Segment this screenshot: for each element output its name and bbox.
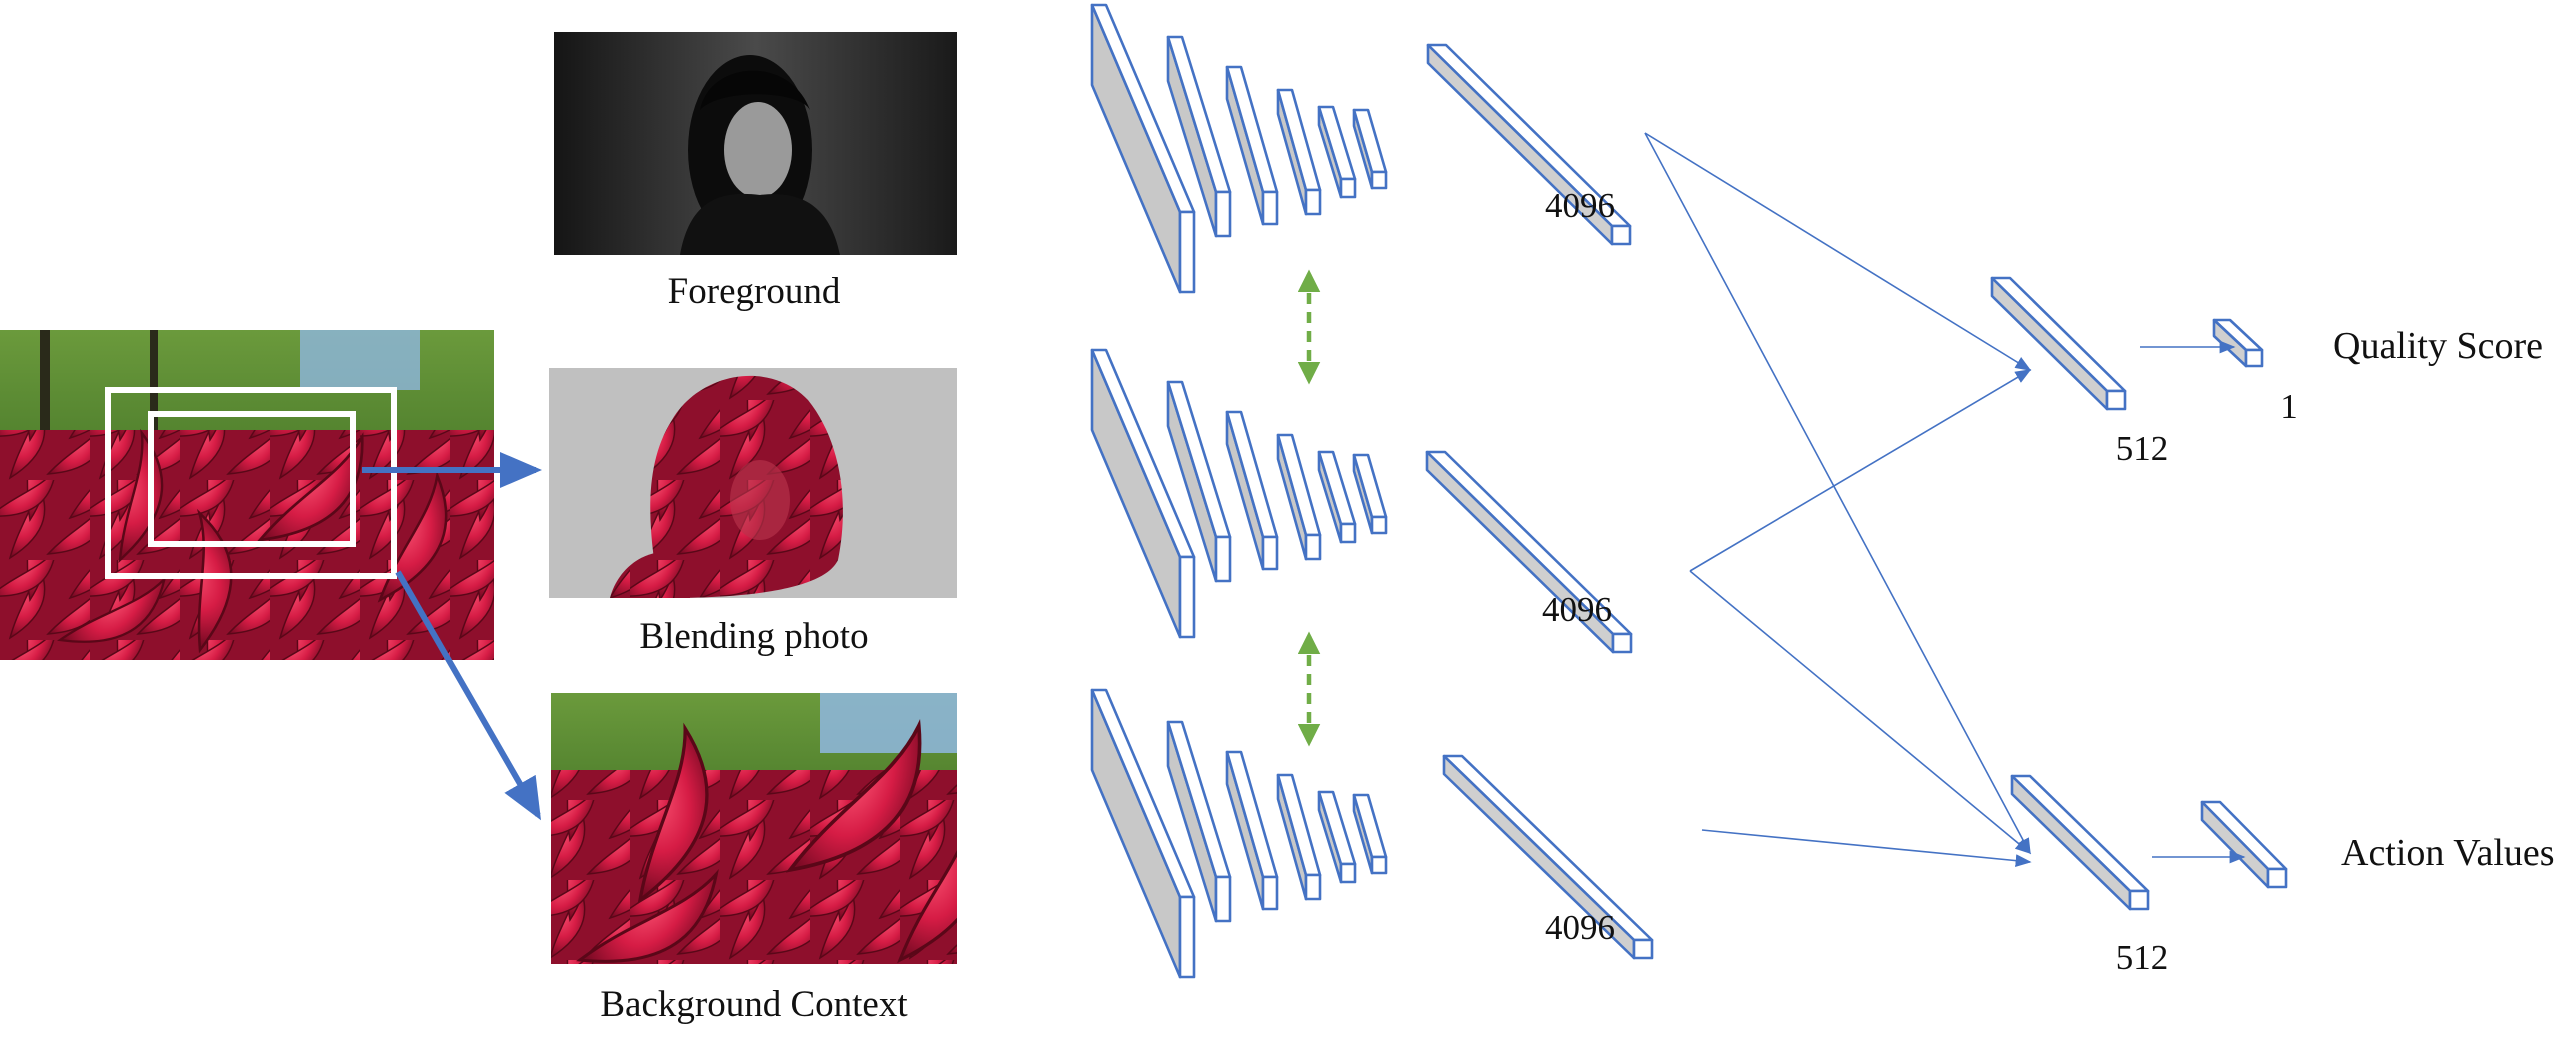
foreground-caption: Foreground	[668, 271, 841, 312]
conv-layer-3-front	[1261, 535, 1279, 571]
link-top-to-quality	[1644, 132, 2032, 371]
fc-label-action: 512	[2116, 938, 2169, 977]
source-photo	[0, 330, 494, 660]
background-caption: Background Context	[600, 984, 908, 1025]
conv-layer-1-front	[1178, 555, 1196, 639]
fc-512-quality-top	[1990, 276, 2127, 393]
outer-crop-box	[105, 387, 397, 579]
fc-label-quality: 512	[2116, 429, 2169, 468]
fc-512-quality-side	[1990, 276, 2109, 411]
conv-layer-6-front	[1370, 170, 1388, 190]
conv-stack-bottom	[1090, 688, 1388, 979]
fc-4096-top-end	[1610, 224, 1632, 246]
fc-512-quality	[1990, 276, 2127, 411]
conv-layer-4-front	[1304, 873, 1322, 901]
conv-layer-3-front	[1261, 875, 1279, 911]
conv-layer-5-front	[1339, 862, 1357, 884]
fc-4096-top	[1426, 43, 1632, 246]
conv-stacks	[1090, 3, 1388, 979]
quality-output-size: 1	[2280, 387, 2298, 426]
fc-512-action-top	[2010, 774, 2150, 893]
background-photo	[551, 693, 957, 964]
link-mid-to-action	[1689, 570, 2032, 855]
fc-4096-bottom	[1442, 754, 1654, 960]
fc-512-quality-end	[2105, 389, 2127, 411]
conv-layer-5-front	[1339, 522, 1357, 544]
fc-4096-middle-end	[1611, 632, 1633, 654]
fc-bars	[1425, 43, 2288, 960]
action-values-label: Action Values	[2341, 832, 2555, 874]
fc-action-output	[2200, 800, 2288, 889]
conv-layer-3-front	[1261, 190, 1279, 226]
fc-label-mid: 4096	[1542, 590, 1612, 629]
conv-layer-2-front	[1214, 875, 1232, 923]
fc-4096-middle	[1425, 450, 1633, 654]
blending-caption: Blending photo	[639, 616, 868, 657]
fc-512-action-side	[2010, 774, 2132, 911]
inner-crop-box	[148, 411, 356, 547]
foreground-photo	[554, 32, 957, 255]
conv-stack-middle	[1090, 348, 1388, 639]
fc-512-action-end	[2128, 889, 2150, 911]
fc-1-quality-output	[2212, 318, 2264, 368]
arrow-to-background	[395, 570, 541, 821]
fc-label-top: 4096	[1545, 186, 1615, 225]
fc-1-quality-output-end	[2244, 348, 2264, 368]
quality-score-label: Quality Score	[2333, 325, 2543, 367]
blending-photo	[549, 368, 957, 598]
conv-layer-4-front	[1304, 533, 1322, 561]
conv-stack-top	[1090, 3, 1388, 294]
fc-action-output-end	[2266, 867, 2288, 889]
fc-4096-bottom-end	[1632, 938, 1654, 960]
conv-layer-5-front	[1339, 177, 1357, 199]
connection-lines	[1644, 132, 2246, 867]
link-bot-to-action	[1701, 829, 2032, 867]
conv-layer-1-front	[1178, 895, 1196, 979]
conv-layer-2-front	[1214, 190, 1232, 238]
conv-layer-4-front	[1304, 188, 1322, 216]
fc-512-action	[2010, 774, 2150, 911]
link-mid-to-quality	[1689, 369, 2032, 572]
conv-layer-6-front	[1370, 855, 1388, 875]
link-top-to-action	[1644, 132, 2031, 855]
fc-label-bot: 4096	[1545, 908, 1615, 947]
conv-layer-1-front	[1178, 210, 1196, 294]
conv-layer-2-front	[1214, 535, 1232, 583]
conv-layer-6-front	[1370, 515, 1388, 535]
